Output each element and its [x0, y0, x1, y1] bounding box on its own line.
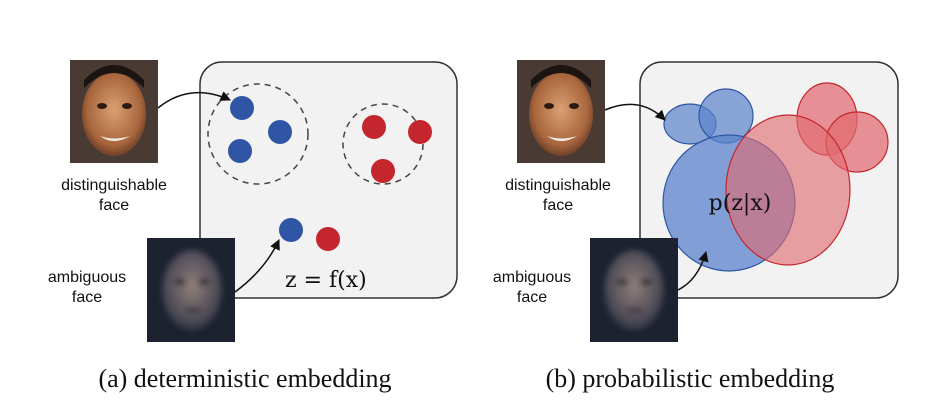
face-photo-distinguishable [70, 60, 158, 163]
panel-deterministic: z = f(x) distinguishable face ambiguous [48, 60, 457, 393]
ambiguous-label: face [72, 289, 102, 306]
distinguishable-label: distinguishable [505, 177, 611, 194]
formula-deterministic: z = f(x) [285, 268, 367, 293]
blue-point [230, 96, 254, 120]
formula-probabilistic: p(z|x) [709, 191, 772, 216]
face-photo-ambiguous [590, 238, 678, 342]
ambiguous-label: ambiguous [48, 269, 126, 286]
ambiguous-label: face [517, 289, 547, 306]
caption-probabilistic: (b) probabilistic embedding [546, 364, 835, 393]
red-point [362, 115, 386, 139]
distinguishable-label: face [543, 197, 573, 214]
red-distribution-large [726, 115, 850, 265]
face-photo-ambiguous [147, 238, 235, 342]
caption-deterministic: (a) deterministic embedding [98, 364, 391, 393]
blue-point [228, 139, 252, 163]
ambiguous-label: ambiguous [493, 269, 571, 286]
distinguishable-label: distinguishable [61, 177, 167, 194]
red-point [408, 120, 432, 144]
blue-point [268, 120, 292, 144]
distinguishable-label: face [99, 197, 129, 214]
ambiguous-red-point [316, 227, 340, 251]
ambiguous-blue-point [279, 218, 303, 242]
red-point [371, 159, 395, 183]
panel-probabilistic: p(z|x) distinguishable face ambiguous [493, 60, 898, 393]
face-photo-distinguishable [517, 60, 605, 163]
